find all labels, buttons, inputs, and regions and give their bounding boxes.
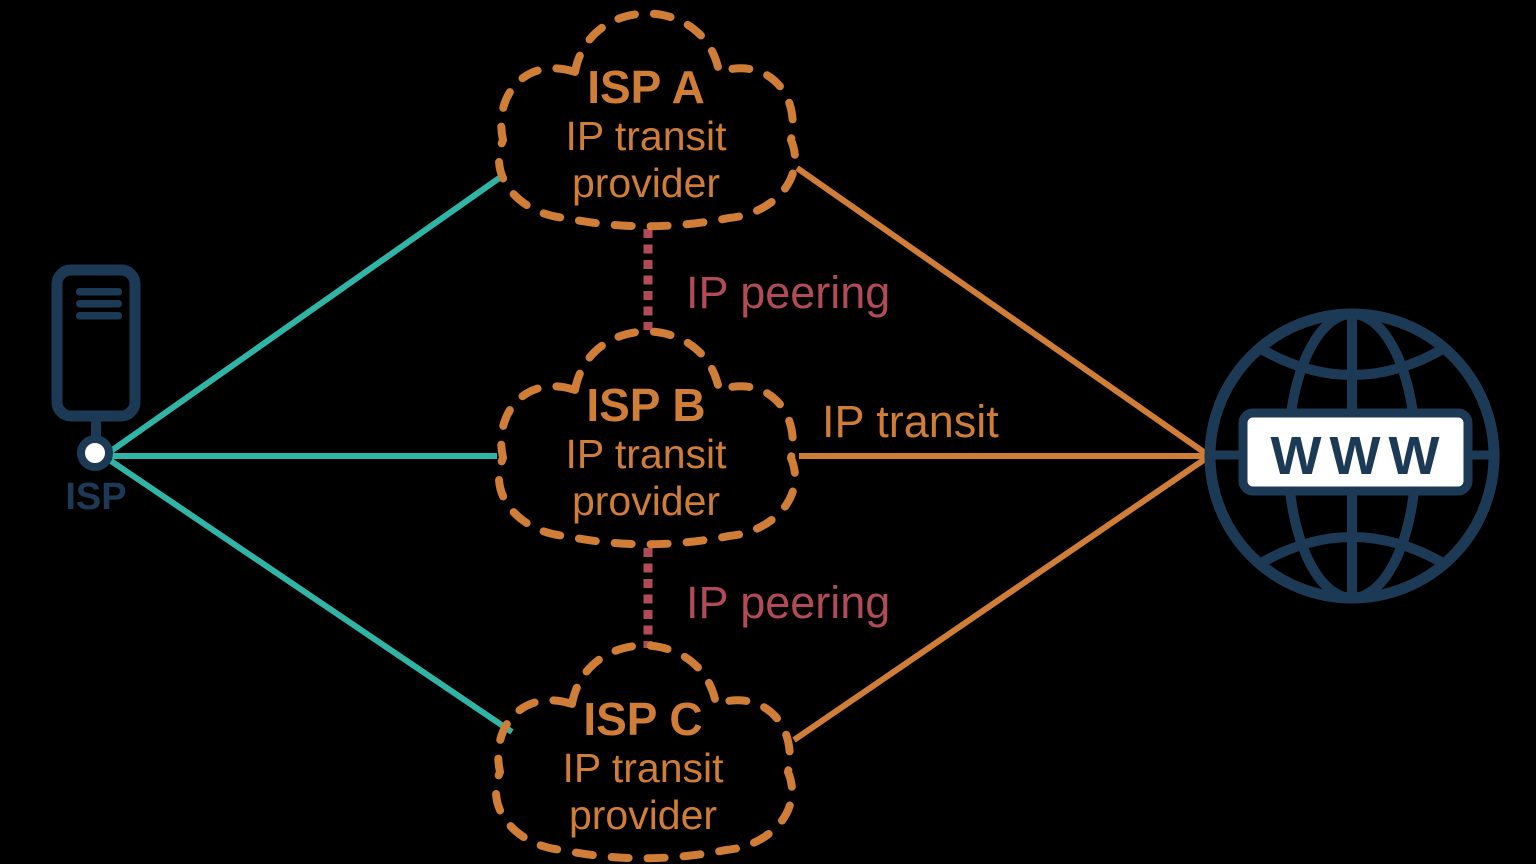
www-label: WWW <box>1271 426 1448 486</box>
customer-server-icon <box>51 264 141 471</box>
cloud-isp-a-line1: IP transit <box>565 113 727 159</box>
transit-link-isp-a <box>795 165 1210 458</box>
cloud-isp-a-outline <box>494 9 800 231</box>
server-vent <box>76 288 122 296</box>
server-vent <box>76 312 122 320</box>
peering-label-bottom: IP peering <box>686 577 890 628</box>
server-vents <box>76 288 122 320</box>
cloud-isp-a-line2: provider <box>572 160 720 206</box>
cloud-isp-a: ISP A IP transit provider <box>494 9 800 231</box>
transit-label: IP transit <box>822 396 999 447</box>
cloud-isp-b-outline <box>494 327 800 549</box>
server-vent <box>76 300 122 308</box>
peering-label-top: IP peering <box>686 267 890 318</box>
transit-link-isp-c <box>792 454 1210 743</box>
transit-links <box>792 165 1210 743</box>
cloud-isp-c-outline <box>491 641 797 863</box>
access-link-isp-c <box>109 458 514 735</box>
cloud-isp-c-line2: provider <box>569 792 717 838</box>
globe-icon: WWW <box>1204 308 1500 604</box>
cloud-isp-b-line1: IP transit <box>565 431 727 477</box>
cloud-isp-a-name: ISP A <box>587 61 705 113</box>
cloud-isp-b-name: ISP B <box>586 379 705 431</box>
access-link-isp-a <box>109 171 507 454</box>
cloud-isp-c-name: ISP C <box>583 693 702 745</box>
cloud-isp-c-line1: IP transit <box>562 745 724 791</box>
cloud-isp-b-line2: provider <box>572 478 720 524</box>
globe-parallel-lower <box>1253 532 1451 571</box>
globe-parallel-upper <box>1253 341 1451 380</box>
cloud-isp-b: ISP B IP transit provider <box>494 327 800 549</box>
customer-label: ISP <box>65 476 126 518</box>
server-node-dot <box>77 435 113 471</box>
access-links <box>109 171 514 735</box>
www-badge <box>1238 408 1473 496</box>
cloud-isp-c: ISP C IP transit provider <box>491 641 797 863</box>
